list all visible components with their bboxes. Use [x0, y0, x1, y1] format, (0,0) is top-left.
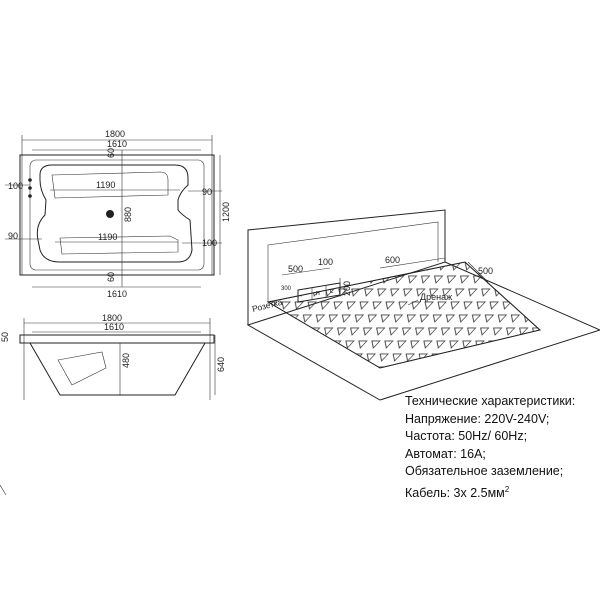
specs-voltage: Напряжение: 220V-240V;: [405, 411, 550, 426]
elev-width-inner: 1610: [104, 322, 124, 332]
room-dim-600: 600: [385, 255, 400, 265]
drain-hole-icon: [106, 210, 114, 218]
specs-cable-text: Кабель: 3х 2.5мм: [405, 486, 505, 501]
plan-width-total: 1800: [105, 129, 125, 139]
plan-right-top: 90: [202, 187, 212, 197]
plan-right-bottom: 100: [202, 238, 217, 248]
socket-box-n: н: [316, 290, 320, 297]
plan-bench-bottom: 1190: [98, 232, 117, 242]
specs-breaker: Автомат: 16A;: [405, 446, 486, 461]
elevation-view: 1800 1610 50 480 640: [0, 313, 226, 496]
room-dim-200: 200: [342, 281, 352, 296]
room-dim-500: 500: [288, 264, 303, 274]
room-dim-500b: 500: [478, 266, 493, 276]
elev-depth: 480: [121, 353, 131, 368]
room-dim-100: 100: [318, 257, 333, 267]
room-dim-300: 300: [281, 286, 292, 292]
plan-view: 1800 1610 1610 1200 880 60 60 1190 1190: [5, 129, 231, 299]
specs-frequency: Частота: 50Hz/ 60Hz;: [405, 429, 528, 444]
plan-left-bottom: 90: [8, 231, 18, 241]
drain-label: Дренаж: [420, 292, 452, 302]
specs-title: Технические характеристики:: [405, 394, 576, 408]
technical-specs: Технические характеристики: Напряжение: …: [405, 393, 575, 503]
specs-cable-sup: 2: [504, 484, 510, 494]
plan-depth-total: 1200: [221, 202, 231, 222]
socket-label: Розетка: [251, 297, 283, 314]
plan-top-margin: 60: [106, 148, 116, 158]
elev-width-total: 1800: [102, 313, 122, 323]
room-view: 500 100 600 500 300 н с 200 Розетка Дрен…: [246, 209, 600, 401]
elev-rim: 50: [0, 332, 10, 342]
specs-grounding: Обязательное заземление;: [405, 464, 564, 479]
plan-bench-top: 1190: [96, 180, 115, 190]
plan-width-bottom: 1610: [107, 289, 127, 299]
plan-center-depth: 880: [123, 207, 133, 222]
plan-left-top: 100: [8, 181, 23, 191]
socket-box-c: с: [330, 288, 334, 295]
specs-cable: Кабель: 3х 2.5мм2: [405, 481, 575, 503]
elev-height: 640: [216, 357, 226, 372]
plan-width-inner: 1610: [107, 139, 127, 149]
plan-bottom-margin: 60: [106, 272, 116, 282]
